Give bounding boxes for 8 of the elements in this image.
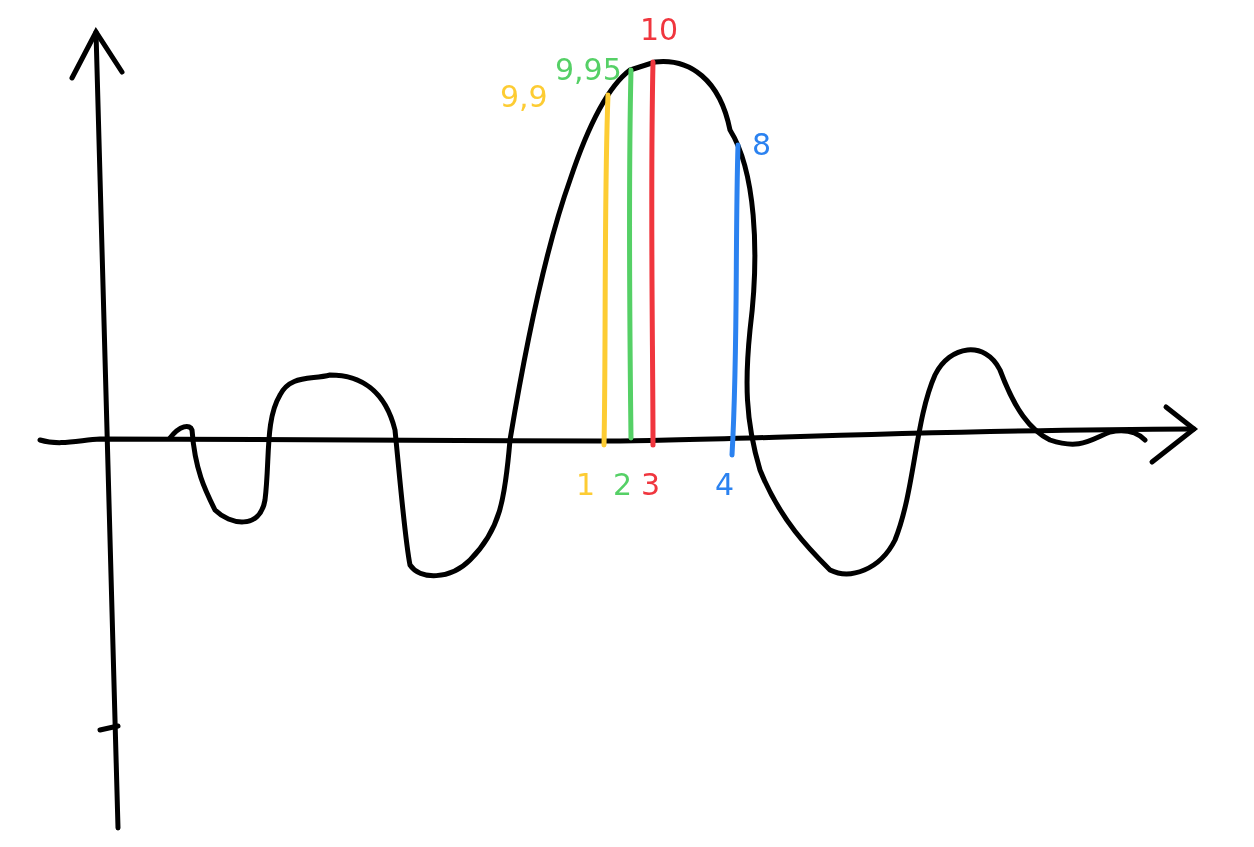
tick-label: 1: [576, 470, 596, 500]
tick-label: 4: [715, 470, 735, 500]
tick-label: 3: [641, 470, 661, 500]
value-label: 8: [752, 130, 772, 160]
value-label: 9,95: [555, 55, 622, 85]
value-label: 10: [640, 15, 679, 45]
value-label: 9,9: [500, 82, 548, 112]
tick-label: 2: [613, 470, 633, 500]
